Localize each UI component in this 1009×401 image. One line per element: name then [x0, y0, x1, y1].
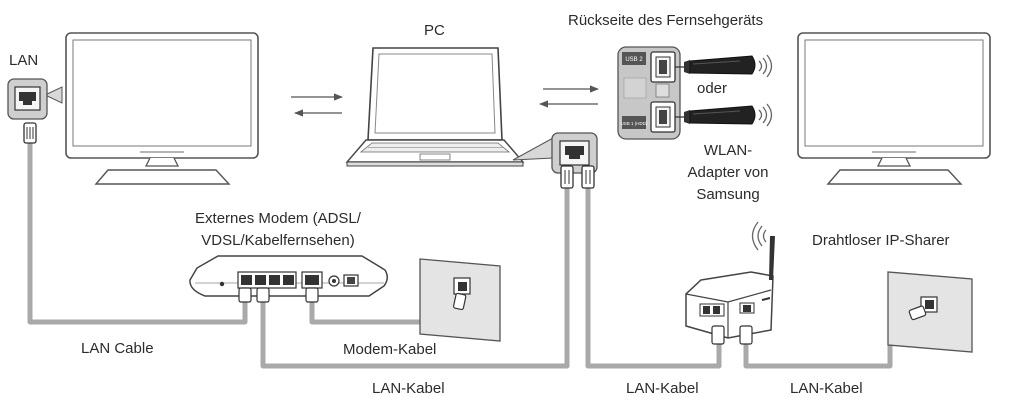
lan-port-callout-left	[7, 78, 63, 144]
sharer-signal-icon	[751, 221, 767, 251]
wlan-adapter-label-1: WLAN-	[703, 142, 753, 159]
modem-cable-label: Modem-Kabel	[343, 341, 437, 358]
modem-label-2: VDSL/Kabelfernsehen)	[201, 232, 355, 249]
tv-right	[797, 32, 991, 185]
external-modem	[189, 255, 388, 303]
wireless-ip-sharer	[685, 236, 775, 345]
data-flow-arrows-left	[291, 93, 343, 117]
lan-kabel-label-2: LAN-Kabel	[626, 380, 699, 397]
laptop-pc	[345, 47, 525, 167]
lan-kabel-label-3: LAN-Kabel	[790, 380, 863, 397]
ip-sharer-label: Drahtloser IP-Sharer	[812, 232, 950, 249]
lan-kabel-modem-pc	[260, 188, 570, 369]
oder-label: oder	[697, 80, 728, 97]
wlan-signal-icons	[758, 54, 773, 127]
usb1-label: USB 1 (HDD)	[620, 121, 648, 126]
modem-label-1: Externes Modem (ADSL/	[195, 210, 361, 227]
data-flow-arrows-right	[539, 85, 599, 108]
tv-back-panel: USB 2 USB 1 (HDD)	[617, 46, 681, 140]
lan-cable-tv-modem	[27, 138, 248, 325]
lan-cable-label: LAN Cable	[81, 340, 154, 357]
tv-back-label: Rückseite des Fernsehgeräts	[568, 12, 764, 29]
wall-outlet-modem	[419, 258, 501, 342]
usb2-label: USB 2	[625, 57, 643, 63]
lan-kabel-label-1: LAN-Kabel	[372, 380, 445, 397]
lan-port-callout-pc	[512, 132, 598, 189]
wall-outlet-sharer	[887, 271, 973, 353]
tv-left	[65, 32, 259, 185]
cables	[27, 138, 916, 369]
wlan-adapter-label-2: Adapter von	[687, 164, 769, 181]
wlan-adapters	[675, 55, 756, 125]
lan-label: LAN	[9, 52, 39, 69]
pc-label: PC	[424, 22, 445, 39]
lan-kabel-pc-sharer	[585, 188, 722, 369]
wlan-adapter-label-3: Samsung	[696, 186, 760, 203]
